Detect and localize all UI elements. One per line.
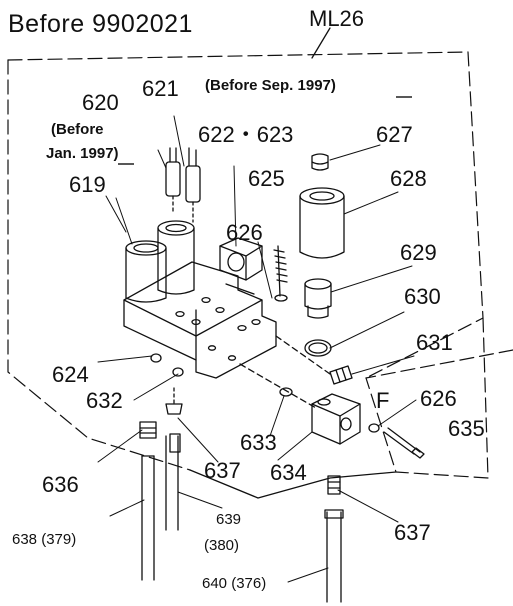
part-label-640: 640 (376) — [202, 575, 267, 592]
cylinder-middle — [157, 220, 195, 295]
part-label-637-right: 637 — [394, 520, 431, 545]
part-label-632: 632 — [86, 388, 123, 413]
part-label-631: 631 — [416, 330, 453, 355]
part-label-633: 633 — [240, 430, 277, 455]
part-label-624: 624 — [52, 362, 89, 387]
part-label-639-ref: (380) — [204, 537, 240, 554]
plug-624 — [150, 353, 162, 363]
part-label-619: 619 — [69, 172, 106, 197]
hose-640 — [324, 509, 344, 603]
hose-639 — [165, 435, 179, 531]
part-label-622-623: 622・623 — [198, 122, 294, 147]
part-label-634: 634 — [270, 460, 307, 485]
note-before-sep-1997: (Before Sep. 1997) — [205, 78, 336, 93]
part-label-620: 620 — [82, 90, 119, 115]
ml26-leader — [311, 27, 331, 59]
fitting-631 — [329, 365, 353, 385]
note-jan-1997: Jan. 1997) — [46, 145, 119, 162]
group-code: ML26 — [309, 6, 365, 31]
label-f: F — [376, 388, 390, 413]
sensor-621 — [185, 147, 201, 223]
part-label-626-top: 626 — [226, 220, 263, 245]
fitting-637-left — [169, 433, 181, 453]
part-label-625: 625 — [248, 166, 285, 191]
accumulator-628 — [299, 187, 345, 259]
hose-638 — [141, 455, 155, 581]
fitting-637-right — [327, 475, 341, 495]
assembly-boundary — [7, 51, 513, 479]
leader-lines — [97, 115, 417, 583]
part-label-630: 630 — [404, 284, 441, 309]
part-label-629: 629 — [400, 240, 437, 265]
part-label-626-right: 626 — [420, 386, 457, 411]
solenoid-valve — [219, 237, 263, 295]
fitting-632 — [165, 387, 183, 415]
screw-625 — [273, 245, 288, 302]
boundary-segment — [189, 469, 397, 499]
bolt-635 — [383, 427, 425, 459]
manifold-block — [123, 261, 277, 379]
oring-633 — [279, 387, 293, 397]
note-before-label: (Before — [51, 121, 104, 138]
filter-629 — [304, 278, 332, 319]
part-label-621: 621 — [142, 76, 179, 101]
washer-626 — [368, 423, 380, 433]
note-sep-text: (Before Sep. 1997) — [205, 77, 336, 94]
sensor-620 — [165, 147, 181, 215]
fitting-636 — [139, 421, 157, 439]
nut-627 — [311, 153, 329, 171]
part-label-628: 628 — [390, 166, 427, 191]
part-label-637-left: 637 — [204, 458, 241, 483]
part-label-638: 638 (379) — [12, 531, 77, 548]
part-label-639: 639 — [216, 511, 242, 528]
part-label-635: 635 — [448, 416, 485, 441]
page-title: Before 9902021 — [8, 10, 193, 38]
part-label-627: 627 — [376, 122, 413, 147]
part-label-636: 636 — [42, 472, 79, 497]
